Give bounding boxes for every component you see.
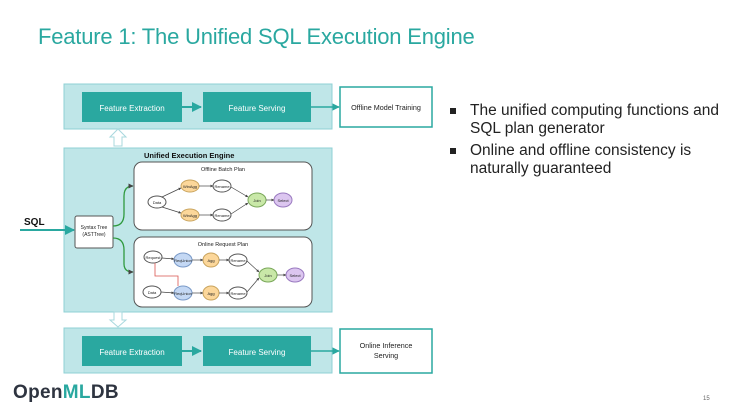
top-feature-extraction-box: [82, 92, 182, 122]
down-arrow-bottom: [108, 311, 128, 328]
top-feature-extraction-label: Feature Extraction: [99, 104, 164, 113]
online-request-node: [143, 250, 163, 264]
syntax-tree-label-2: (ASTTree): [82, 232, 105, 238]
online-red-link: [154, 263, 179, 286]
syntax-tree-label-1: Syntax Tree: [81, 225, 108, 231]
offline-model-training-label: Offline Model Training: [351, 103, 421, 112]
svg-text:Select: Select: [289, 273, 301, 278]
slide-title: Feature 1: The Unified SQL Execution Eng…: [38, 24, 475, 49]
online-request-union-label-1: ReqUnion: [174, 258, 192, 263]
svg-text:Join: Join: [253, 198, 260, 203]
bullet-list: The unified computing functions and SQL …: [450, 102, 740, 182]
bullet-square-icon: [450, 108, 456, 114]
svg-text:Data: Data: [153, 200, 162, 205]
svg-text:WinAgg: WinAgg: [183, 213, 197, 218]
svg-text:Rename: Rename: [230, 291, 246, 296]
bottom-feature-extraction-box: [82, 336, 182, 366]
offline-data-node: [147, 195, 167, 209]
bullet-item: Online and offline consistency is natura…: [450, 142, 740, 178]
svg-text:Request: Request: [146, 255, 162, 260]
online-inference-label-2: Serving: [374, 351, 398, 360]
top-feature-serving-label: Feature Serving: [229, 104, 286, 113]
openmldb-logo: OpenMLDB: [13, 382, 119, 403]
svg-text:Rename: Rename: [230, 258, 246, 263]
svg-text:Join: Join: [264, 273, 271, 278]
offline-model-training-box: [339, 86, 433, 128]
up-arrow-top: [108, 128, 128, 147]
page-number: 15: [703, 396, 710, 402]
top-feature-serving-box: [203, 92, 311, 122]
svg-text:Rename: Rename: [214, 213, 230, 218]
bottom-feature-serving-label: Feature Serving: [229, 348, 286, 357]
offline-plan-title: Offline Batch Plan: [201, 167, 245, 173]
bullet-square-icon: [450, 148, 456, 154]
svg-text:Agg: Agg: [207, 258, 214, 263]
online-inference-serving-box: [339, 328, 433, 374]
bottom-feature-extraction-label: Feature Extraction: [99, 348, 164, 357]
svg-text:Select: Select: [277, 198, 289, 203]
svg-text:WinAgg: WinAgg: [183, 184, 197, 189]
svg-text:Data: Data: [148, 290, 157, 295]
bullet-item: The unified computing functions and SQL …: [450, 102, 740, 138]
svg-text:Rename: Rename: [214, 184, 230, 189]
online-plan-title: Online Request Plan: [198, 242, 248, 248]
syntax-tree-box: [74, 215, 114, 249]
sql-label: SQL: [24, 217, 45, 228]
engine-title: Unified Execution Engine: [144, 151, 234, 160]
online-inference-label-1: Online Inference: [360, 341, 413, 350]
online-request-union-label-2: ReqUnion: [174, 291, 192, 296]
svg-text:Agg: Agg: [207, 291, 214, 296]
bottom-feature-serving-box: [203, 336, 311, 366]
